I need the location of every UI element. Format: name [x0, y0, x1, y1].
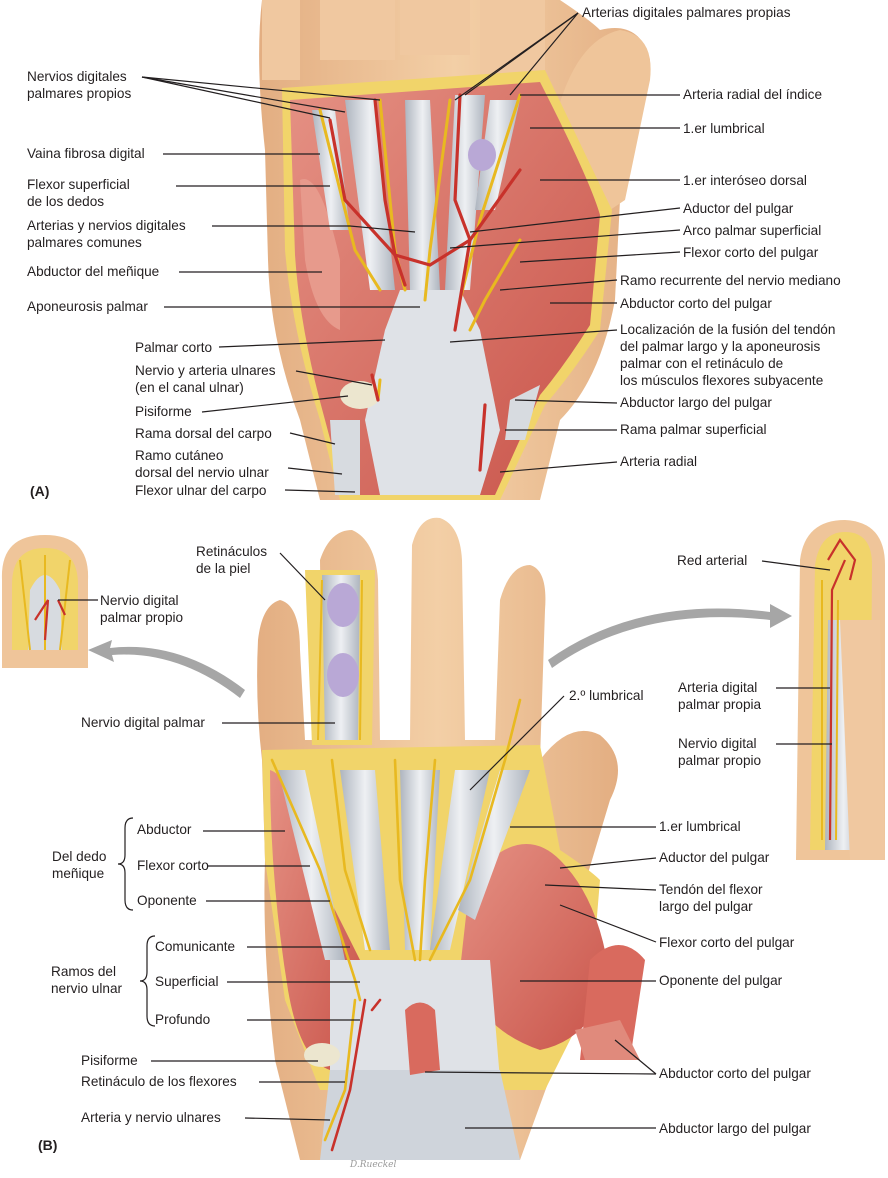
- leader-lines: [58, 12, 832, 1129]
- label-b-abductor: Abductor: [137, 822, 192, 837]
- panel-a-hand: [259, 0, 651, 500]
- panel-b-tag: (B): [38, 1137, 58, 1153]
- label-b-flexor-corto-pulgar: Flexor corto del pulgar: [659, 935, 795, 950]
- leader-line: [469, 695, 565, 791]
- leader-line: [449, 329, 618, 343]
- leader-line: [499, 279, 618, 291]
- label-b-aductor-pulgar: Aductor del pulgar: [659, 850, 770, 865]
- label-b-nervio-digital-palmar: Nervio digital palmar: [81, 715, 205, 730]
- label-a-pisiforme: Pisiforme: [135, 404, 192, 419]
- label-a-rama-palmar-superficial: Rama palmar superficial: [620, 422, 767, 437]
- leader-line: [449, 229, 681, 249]
- leader-line: [424, 1071, 657, 1075]
- artist-signature: D.Rueckel: [350, 1160, 397, 1170]
- panel-b-hand: [257, 517, 645, 1160]
- panel-a-tag: (A): [30, 483, 50, 499]
- leader-line: [218, 339, 386, 348]
- leader-line: [287, 467, 343, 475]
- leader-line: [244, 1117, 331, 1121]
- leader-line: [509, 12, 579, 96]
- label-a-abductor-menique: Abductor del meñique: [27, 264, 160, 279]
- leader-line: [499, 461, 618, 473]
- label-a-1er-interoseo-dorsal: 1.er interóseo dorsal: [683, 173, 807, 188]
- leader-line: [201, 395, 349, 413]
- label-b-red-arterial: Red arterial: [677, 553, 748, 568]
- label-a-arterias-digitales-palmares-propias: Arterias digitales palmares propias: [582, 5, 791, 20]
- leader-line: [279, 552, 326, 601]
- leader-line: [469, 207, 681, 233]
- leader-line: [284, 489, 356, 493]
- label-b-abductor-largo-pulgar: Abductor largo del pulgar: [659, 1121, 811, 1136]
- label-a-1er-lumbrical: 1.er lumbrical: [683, 121, 765, 136]
- label-a-vaina-fibrosa-digital: Vaina fibrosa digital: [27, 146, 145, 161]
- label-b-oponente-pulgar: Oponente del pulgar: [659, 973, 783, 988]
- label-a-rama-dorsal-carpo: Rama dorsal del carpo: [135, 426, 272, 441]
- label-b-arteria-nervio-ulnares: Arteria y nervio ulnares: [81, 1110, 221, 1125]
- label-a-arteria-radial: Arteria radial: [620, 454, 698, 469]
- inset-finger-left: [1, 535, 89, 668]
- leader-line: [454, 12, 579, 101]
- label-a-aductor-pulgar: Aductor del pulgar: [683, 201, 794, 216]
- label-a-arteria-radial-indice: Arteria radial del índice: [683, 87, 823, 102]
- label-b-abductor-corto-pulgar: Abductor corto del pulgar: [659, 1066, 811, 1081]
- label-b-flexor-corto: Flexor corto: [137, 858, 209, 873]
- label-a-ramo-recurrente: Ramo recurrente del nervio mediano: [620, 273, 841, 288]
- label-b-oponente: Oponente: [137, 893, 197, 908]
- leader-line: [295, 370, 373, 386]
- panel-b-thenar: [460, 844, 610, 1050]
- label-b-superficial: Superficial: [155, 974, 219, 989]
- leader-line: [614, 1039, 657, 1075]
- leader-line: [141, 76, 381, 101]
- leader-line: [559, 857, 657, 869]
- label-b-comunicante: Comunicante: [155, 939, 236, 954]
- leader-line: [212, 225, 416, 233]
- panel-a-fingers: [262, 0, 545, 80]
- label-a-abductor-corto-pulgar: Abductor corto del pulgar: [620, 296, 772, 311]
- leader-line: [141, 76, 331, 119]
- label-b-2o-lumbrical: 2.º lumbrical: [569, 688, 644, 703]
- label-b-pisiforme: Pisiforme: [81, 1053, 138, 1068]
- label-b-profundo: Profundo: [155, 1012, 211, 1027]
- label-a-arco-palmar-superficial: Arco palmar superficial: [683, 223, 822, 238]
- group-braces: [117, 817, 156, 1027]
- label-a-aponeurosis-palmar: Aponeurosis palmar: [27, 299, 148, 314]
- leader-line: [519, 251, 681, 263]
- label-a-nervio-arteria-ulnares: Nervio y arteria ulnares(en el canal uln…: [135, 363, 276, 395]
- label-a-flexor-corto-pulgar: Flexor corto del pulgar: [683, 245, 819, 260]
- inset-arrows: [88, 604, 792, 698]
- leader-line: [141, 76, 346, 113]
- label-a-flexor-ulnar-carpo: Flexor ulnar del carpo: [135, 483, 267, 498]
- inset-finger-right: [796, 520, 885, 860]
- leader-line: [761, 560, 831, 571]
- label-a-palmar-corto: Palmar corto: [135, 340, 213, 355]
- label-b-retinaculo-flexores: Retináculo de los flexores: [81, 1074, 237, 1089]
- label-a-abductor-largo-pulgar: Abductor largo del pulgar: [620, 395, 772, 410]
- leader-line: [559, 904, 657, 943]
- leader-line: [289, 432, 336, 445]
- leader-line: [544, 884, 657, 891]
- label-b-1er-lumbrical: 1.er lumbrical: [659, 819, 741, 834]
- leader-line: [514, 399, 618, 404]
